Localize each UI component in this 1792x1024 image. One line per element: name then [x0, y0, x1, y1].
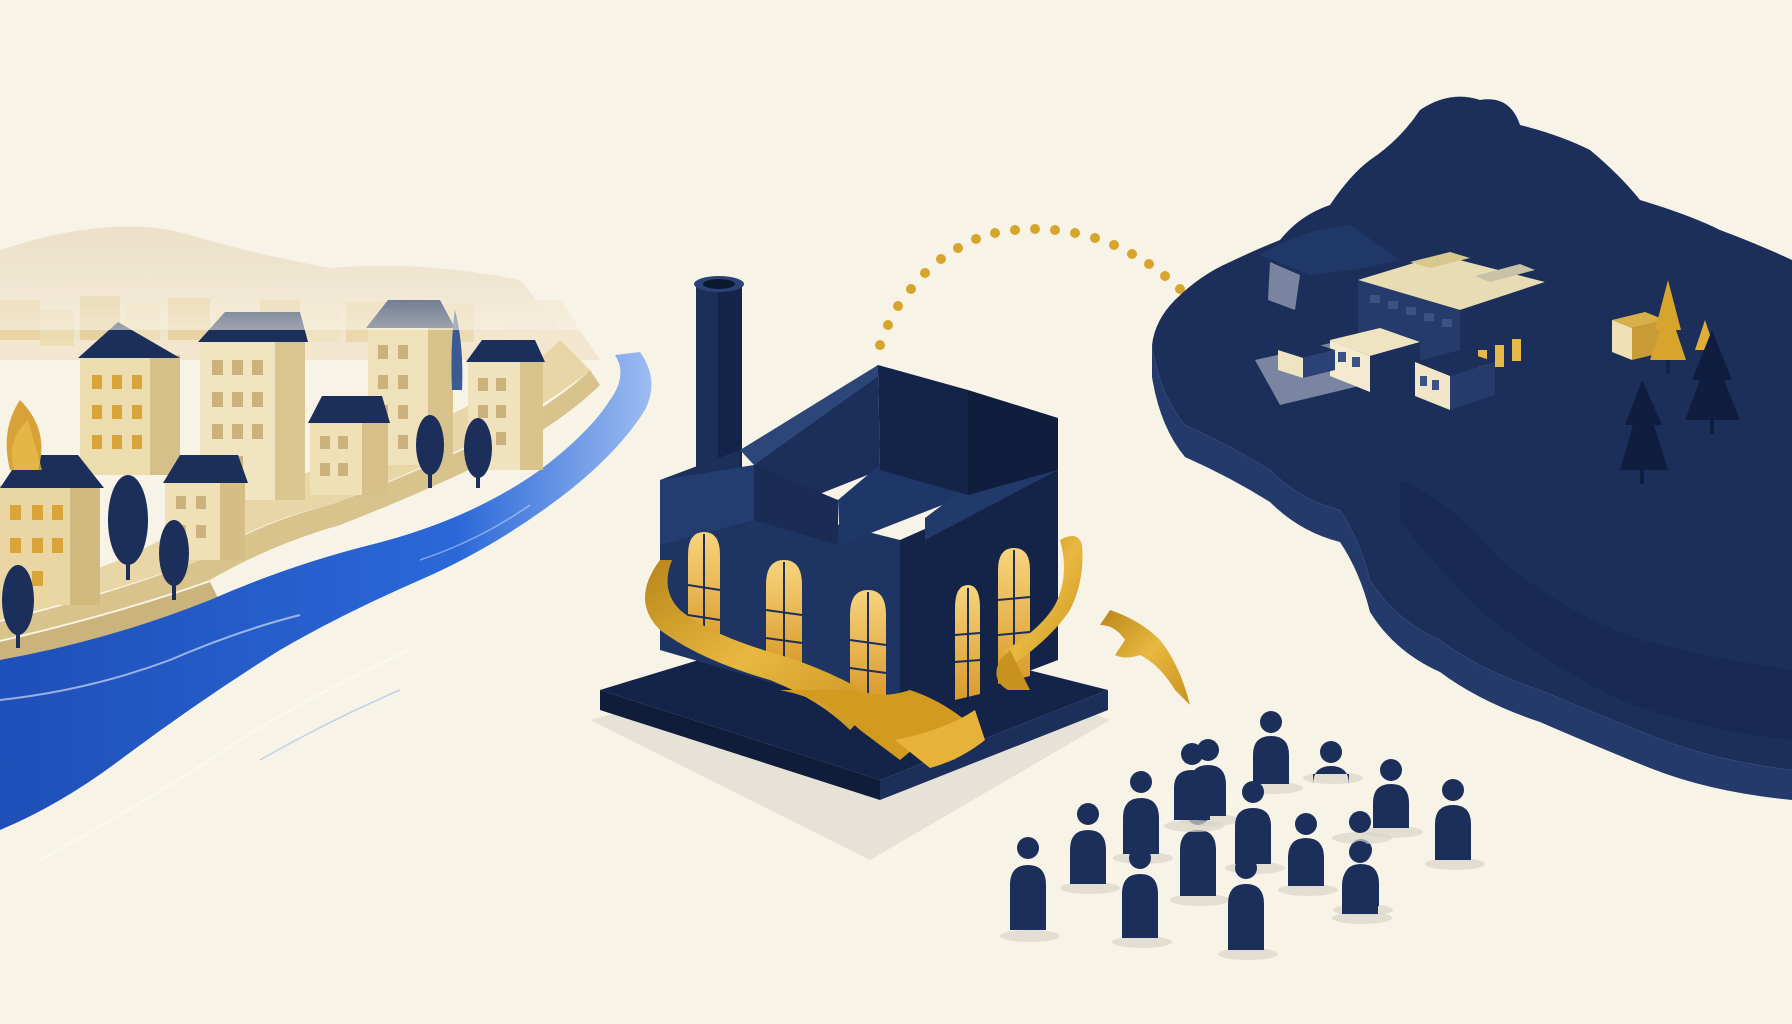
region-map-icon — [1152, 96, 1792, 800]
house — [163, 455, 248, 560]
worker — [1425, 779, 1485, 870]
workers-crowd-icon — [1000, 711, 1485, 960]
worker — [1060, 803, 1120, 894]
worker — [1218, 857, 1278, 960]
house — [308, 396, 390, 495]
new-factory-icon — [1255, 252, 1740, 484]
gold-ribbon-icon — [645, 536, 1190, 768]
river-icon — [0, 352, 652, 861]
worker — [1112, 847, 1172, 948]
worker — [1332, 811, 1392, 844]
worker — [1164, 743, 1224, 832]
worker — [1113, 771, 1173, 864]
worker — [1225, 781, 1285, 874]
worker — [1278, 813, 1338, 896]
haze — [0, 240, 600, 330]
trees-town — [2, 310, 492, 648]
worker — [1332, 841, 1392, 924]
worker — [1303, 741, 1363, 785]
house — [78, 322, 180, 475]
worker — [1363, 759, 1423, 838]
worker — [1000, 837, 1060, 942]
